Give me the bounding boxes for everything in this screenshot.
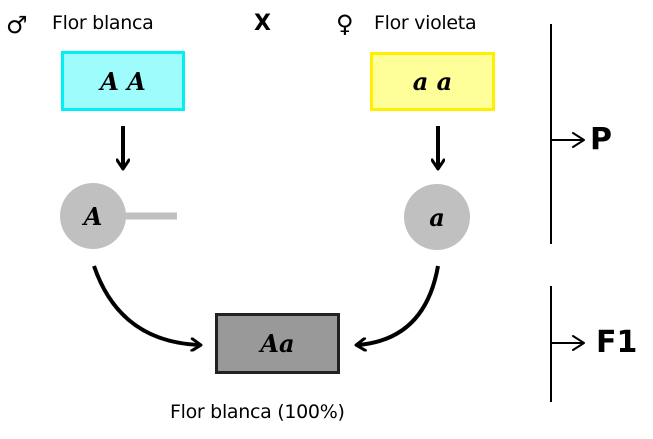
male-genotype-box: A A (61, 51, 185, 111)
cross-symbol: X (254, 11, 271, 36)
female-gamete-allele: a (429, 202, 445, 232)
female-to-offspring-arrow (357, 265, 440, 345)
female-symbol-icon: ♀ (336, 10, 354, 38)
offspring-genotype-box: Aa (215, 313, 340, 374)
female-genotype-box: a a (370, 52, 495, 111)
male-symbol-icon: ♂ (6, 11, 28, 39)
female-gamete: a (404, 184, 470, 250)
male-parent-label: Flor blanca (52, 12, 154, 34)
offspring-genotype: Aa (260, 329, 295, 358)
female-genotype: a a (412, 67, 453, 96)
male-genotype: A A (100, 66, 146, 96)
female-parent-label: Flor violeta (374, 12, 477, 34)
male-gamete: A (60, 183, 126, 249)
male-to-offspring-arrow (92, 265, 200, 345)
male-gamete-allele: A (83, 201, 103, 231)
offspring-phenotype-label: Flor blanca (100%) (170, 401, 345, 423)
generation-f1-label: F1 (596, 325, 638, 360)
generation-p-label: P (590, 122, 612, 157)
